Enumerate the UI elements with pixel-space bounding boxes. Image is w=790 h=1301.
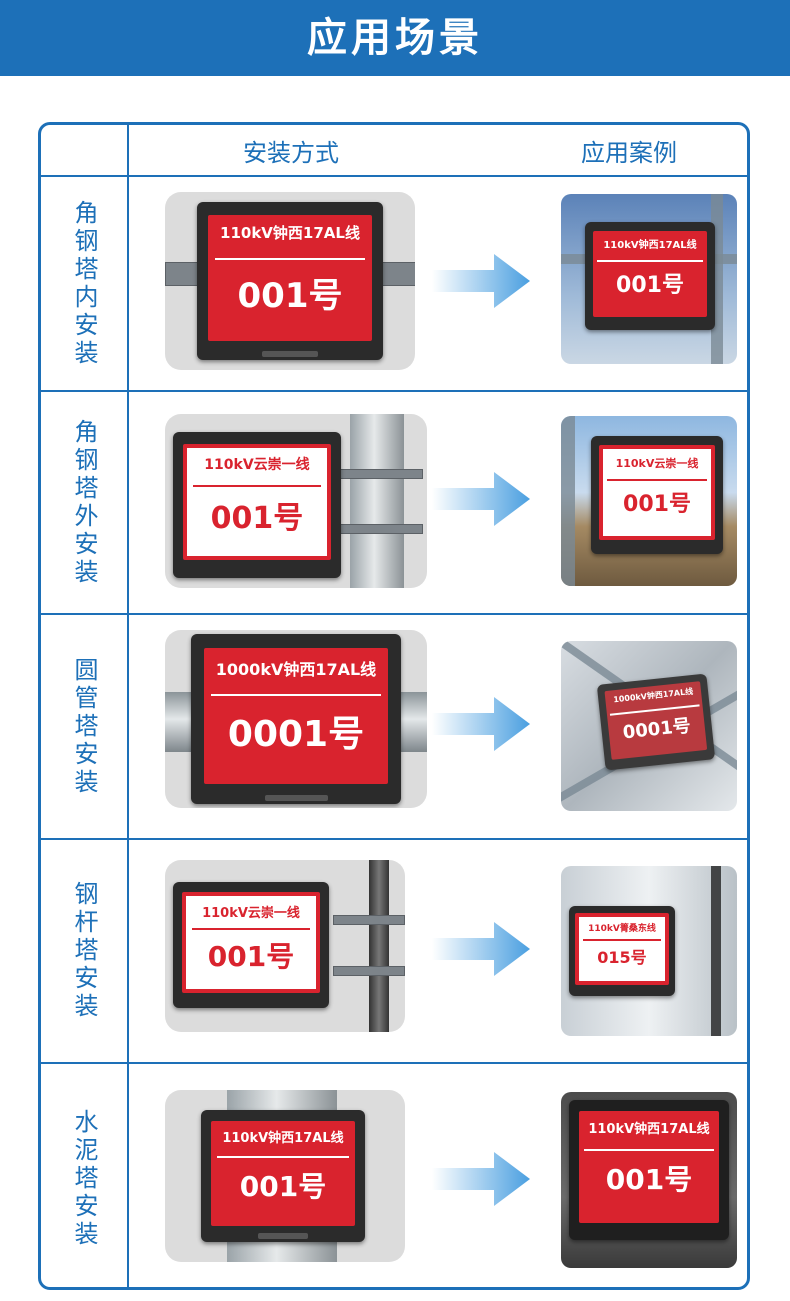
- column-divider: [127, 125, 129, 1287]
- sign-plate: 110kV云崇一线 001号: [183, 443, 331, 561]
- right-arrow-icon: [432, 922, 530, 976]
- case-sign-frame: 110kV云崇一线 001号: [591, 436, 723, 554]
- case-photo-3: 1000kV钟西17AL线 0001号: [561, 641, 737, 811]
- case-sign-line-name: 110kV钟西17AL线: [588, 1121, 710, 1137]
- right-arrow-icon: [432, 254, 530, 308]
- sign-plate: 110kV云崇一线 001号: [182, 892, 320, 993]
- frame-tab: [264, 795, 328, 801]
- tower-post: [350, 414, 404, 588]
- case-sign-tower-number: 001号: [605, 1163, 693, 1197]
- sign-tower-number: 001号: [207, 940, 295, 974]
- title-banner: [0, 0, 790, 76]
- mounting-bracket: [333, 966, 405, 976]
- sign-divider: [210, 693, 381, 696]
- case-sign-plate: 110kV钟西17AL线 001号: [578, 1111, 720, 1224]
- sign-plate: 110kV钟西17AL线 001号: [208, 214, 372, 342]
- install-scene-5: 110kV钟西17AL线 001号: [165, 1090, 405, 1262]
- sign-divider: [214, 257, 366, 260]
- install-scene-4: 110kV云崇一线 001号: [165, 860, 405, 1032]
- sign-frame: 110kV云崇一线 001号: [173, 432, 341, 578]
- sign-divider: [192, 484, 322, 487]
- mounting-bracket: [333, 915, 405, 925]
- frame-tab: [258, 1233, 308, 1239]
- steel-pole: [711, 866, 721, 1036]
- case-sign-frame: 110kV钟西17AL线 001号: [585, 222, 715, 330]
- row-label-4: 钢杆塔安装: [70, 881, 98, 1021]
- mounting-bracket: [335, 524, 423, 534]
- case-photo-2: 110kV云崇一线 001号: [561, 416, 737, 586]
- sign-plate: 110kV钟西17AL线 001号: [210, 1120, 356, 1227]
- case-sign-plate: 110kV云崇一线 001号: [598, 445, 716, 540]
- row-label-2: 角钢塔外安装: [70, 418, 98, 587]
- right-arrow-icon: [432, 697, 530, 751]
- sign-line-name: 110kV钟西17AL线: [222, 1130, 344, 1146]
- case-sign-line-name: 110kV钟西17AL线: [603, 239, 697, 251]
- page-title: 应用场景: [307, 15, 483, 61]
- sign-line-name: 110kV云崇一线: [204, 457, 310, 474]
- sign-divider: [191, 927, 311, 930]
- install-scene-2: 110kV云崇一线 001号: [165, 414, 427, 588]
- row-divider: [41, 838, 747, 840]
- sign-line-name: 110kV钟西17AL线: [220, 224, 360, 243]
- row-label-5: 水泥塔安装: [70, 1108, 98, 1249]
- case-sign-tower-number: 001号: [616, 272, 684, 298]
- case-photo-1: 110kV钟西17AL线 001号: [561, 194, 737, 364]
- right-arrow-icon: [432, 472, 530, 526]
- sign-plate: 1000kV钟西17AL线 0001号: [203, 647, 389, 784]
- case-sign-line-name: 110kV箐桑东线: [588, 924, 656, 935]
- sign-line-name: 110kV云崇一线: [202, 905, 300, 921]
- case-sign-divider: [582, 938, 662, 941]
- sign-divider: [216, 1156, 350, 1159]
- case-sign-plate: 1000kV钟西17AL线 0001号: [604, 681, 708, 760]
- right-arrow-icon: [432, 1152, 530, 1206]
- case-sign-frame: 110kV箐桑东线 015号: [569, 906, 675, 996]
- case-sign-plate: 110kV箐桑东线 015号: [575, 913, 669, 986]
- sign-frame: 1000kV钟西17AL线 0001号: [191, 634, 401, 804]
- install-scene-1: 110kV钟西17AL线 001号: [165, 192, 415, 370]
- sign-frame: 110kV钟西17AL线 001号: [201, 1110, 365, 1242]
- sign-tower-number: 001号: [239, 1169, 327, 1203]
- frame-tab: [262, 351, 318, 357]
- header-application-case: 应用案例: [581, 139, 677, 167]
- sign-tower-number: 001号: [210, 501, 304, 537]
- row-label-1: 角钢塔内安装: [70, 199, 98, 368]
- scenario-table: 安装方式 应用案例 角钢塔内安装 角钢塔外安装 圆管塔安装 钢杆塔安装 水泥塔安…: [38, 122, 750, 1290]
- case-sign-divider: [607, 478, 707, 481]
- header-install-method: 安装方式: [243, 139, 339, 167]
- case-sign-frame: 110kV钟西17AL线 001号: [569, 1100, 729, 1240]
- case-sign-tower-number: 0001号: [621, 715, 692, 744]
- install-scene-3: 1000kV钟西17AL线 0001号: [165, 630, 427, 808]
- sign-frame: 110kV云崇一线 001号: [173, 882, 329, 1008]
- case-sign-divider: [597, 259, 703, 262]
- mounting-bracket: [335, 469, 423, 479]
- sign-tower-number: 0001号: [227, 713, 365, 755]
- header-divider: [41, 175, 747, 177]
- case-photo-4: 110kV箐桑东线 015号: [561, 866, 737, 1036]
- row-divider: [41, 1062, 747, 1064]
- case-sign-tower-number: 015号: [597, 948, 647, 968]
- row-divider: [41, 613, 747, 615]
- row-divider: [41, 390, 747, 392]
- case-sign-frame: 1000kV钟西17AL线 0001号: [596, 673, 716, 771]
- row-label-3: 圆管塔安装: [70, 656, 98, 797]
- steel-pole: [369, 860, 389, 1032]
- tower-member: [561, 416, 575, 586]
- case-sign-divider: [584, 1149, 714, 1152]
- sign-frame: 110kV钟西17AL线 001号: [197, 202, 383, 360]
- case-photo-5: 110kV钟西17AL线 001号: [561, 1092, 737, 1268]
- sign-tower-number: 001号: [237, 275, 343, 316]
- case-sign-tower-number: 001号: [623, 491, 691, 517]
- case-sign-line-name: 110kV云崇一线: [615, 456, 699, 470]
- case-sign-line-name: 1000kV钟西17AL线: [612, 686, 694, 705]
- case-sign-plate: 110kV钟西17AL线 001号: [592, 230, 708, 318]
- sign-line-name: 1000kV钟西17AL线: [215, 659, 377, 679]
